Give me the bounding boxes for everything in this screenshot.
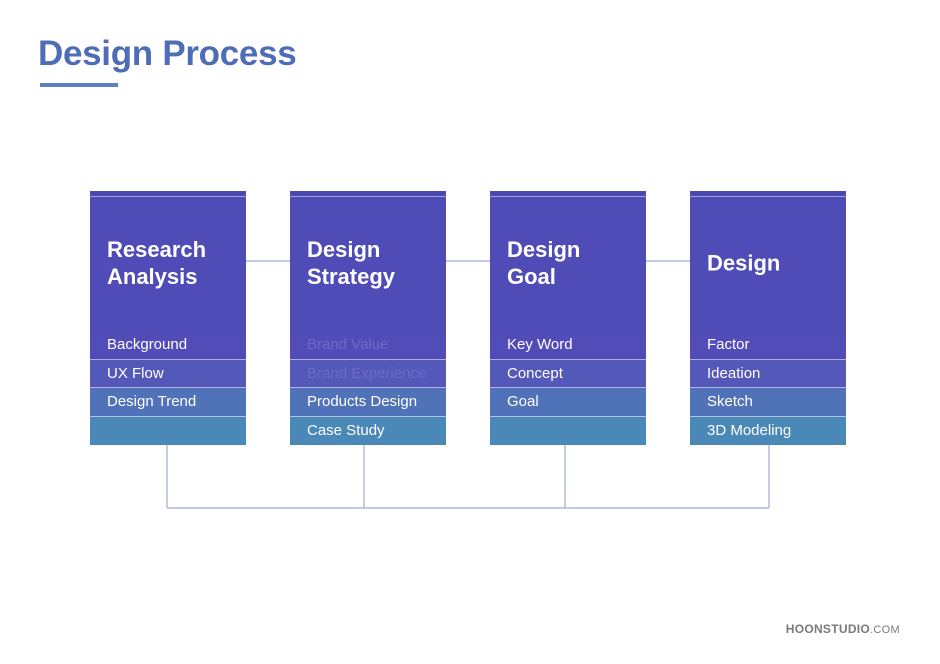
column-header: Research Analysis [90,191,246,331]
column-header: Design Goal [490,191,646,331]
list-item [490,416,646,445]
column-heading: Research Analysis [107,237,207,289]
list-item: Key Word [490,331,646,360]
column-items: Key Word Concept Goal [490,331,646,445]
list-item: Concept [490,359,646,388]
column-header: Design [690,191,846,331]
title-underline [40,83,118,87]
list-item: Brand Experience [290,359,446,388]
page-title: Design Process [38,34,297,73]
footer-brand: HOONSTUDIO.COM [786,622,900,636]
column-design-goal: Design Goal Key Word Concept Goal [490,191,646,445]
list-item: Factor [690,331,846,360]
list-item: 3D Modeling [690,416,846,445]
column-heading: Design Goal [507,237,581,289]
list-item: Brand Value [290,331,446,360]
list-item: Sketch [690,388,846,417]
list-item: Ideation [690,359,846,388]
footer-domain: .COM [870,624,900,636]
list-item: Case Study [290,416,446,445]
column-items: Background UX Flow Design Trend [90,331,246,445]
column-heading: Design [707,250,781,276]
list-item [90,416,246,445]
column-design-strategy: Design Strategy Brand Value Brand Experi… [290,191,446,445]
list-item: Goal [490,388,646,417]
list-item: UX Flow [90,359,246,388]
footer-brand-name: HOONSTUDIO [785,622,871,636]
list-item: Products Design [290,388,446,417]
column-research-analysis: Research Analysis Background UX Flow Des… [90,191,246,445]
column-heading: Design Strategy [307,237,396,289]
column-design: Design Factor Ideation Sketch 3D Modelin… [690,191,846,445]
column-header: Design Strategy [290,191,446,331]
list-item: Design Trend [90,388,246,417]
column-items: Factor Ideation Sketch 3D Modeling [690,331,846,445]
column-items: Brand Value Brand Experience Products De… [290,331,446,445]
list-item: Background [90,331,246,360]
